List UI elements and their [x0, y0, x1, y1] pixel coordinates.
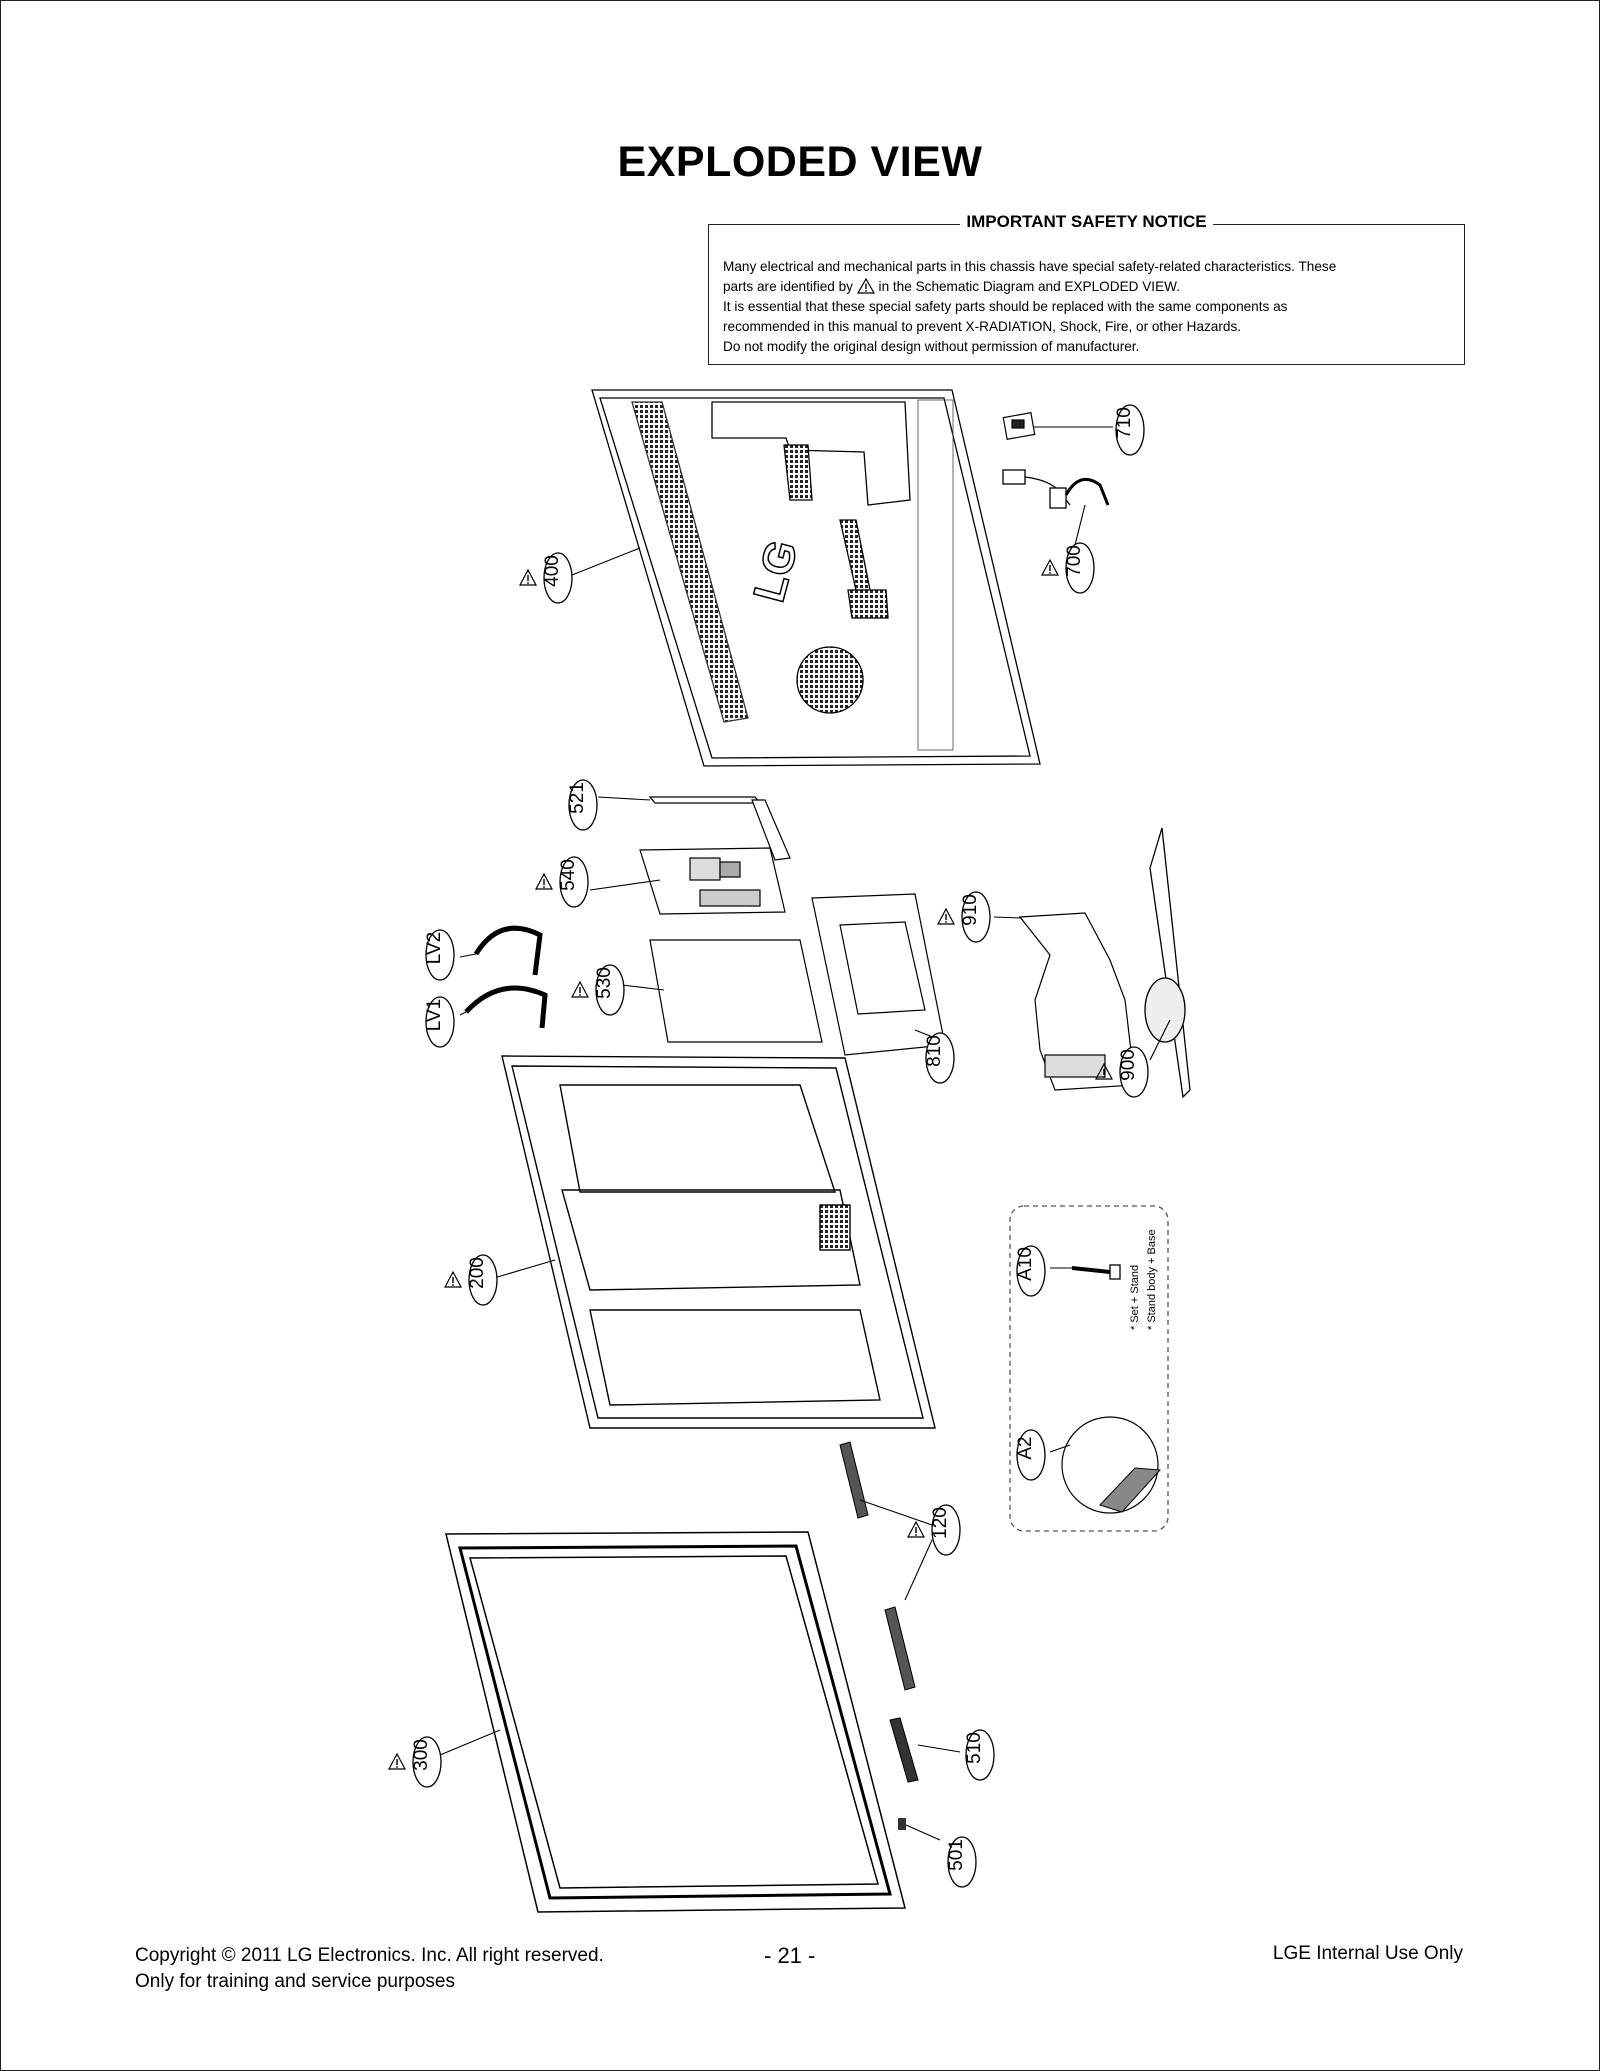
part-910-stand-body	[1018, 912, 1136, 1091]
part-900-base	[1144, 827, 1191, 1099]
warning-triangle-icon	[388, 1753, 406, 1770]
callout-label: LV1	[424, 999, 445, 1031]
part-540-main-board	[639, 847, 786, 915]
notice-line: It is essential that these special safet…	[723, 299, 1288, 314]
notice-line: parts are identified by	[723, 279, 853, 294]
callout-700: 700	[1041, 542, 1095, 594]
safety-notice-box: IMPORTANT SAFETY NOTICE Many electrical …	[708, 212, 1465, 365]
warning-triangle-icon	[571, 981, 589, 998]
part-300-front-frame	[445, 1531, 906, 1913]
callout-label: 521	[567, 782, 588, 814]
callout-label: 900	[1118, 1049, 1139, 1081]
page-number: - 21 -	[764, 1943, 816, 1968]
callout-label: 300	[411, 1739, 432, 1771]
warning-triangle-icon	[907, 1521, 925, 1538]
copyright-text: Copyright © 2011 LG Electronics. Inc. Al…	[135, 1945, 604, 1966]
screw-a10	[1071, 1264, 1121, 1280]
callout-710: 710	[1114, 404, 1145, 456]
part-a2	[1099, 1467, 1162, 1513]
part-200-backplate	[501, 1055, 936, 1429]
part-710	[1002, 412, 1036, 440]
safety-notice-body: Many electrical and mechanical parts in …	[723, 257, 1450, 357]
callout-label: 700	[1064, 545, 1085, 577]
callout-lv1: LV1	[424, 996, 455, 1048]
callout-label: 810	[924, 1035, 945, 1067]
callout-400: 400	[519, 552, 573, 604]
notice-line: Many electrical and mechanical parts in …	[723, 259, 1337, 274]
callout-label: 120	[930, 1507, 951, 1539]
page-title: EXPLODED VIEW	[617, 138, 983, 186]
notice-line: in the Schematic Diagram and EXPLODED VI…	[878, 279, 1180, 294]
training-text: Only for training and service purposes	[135, 1971, 455, 1992]
callout-lv2: LV2	[424, 929, 455, 981]
callout-label: 540	[558, 859, 579, 891]
internal-use-text: LGE Internal Use Only	[1272, 1943, 1463, 1964]
callout-200: 200	[444, 1254, 498, 1306]
callout-label: 530	[594, 967, 615, 999]
callout-300: 300	[388, 1736, 442, 1788]
part-501	[898, 1818, 906, 1830]
callout-120: 120	[907, 1504, 961, 1556]
callout-810: 810	[924, 1032, 955, 1084]
part-120	[839, 1441, 916, 1691]
callout-521: 521	[567, 779, 598, 831]
callout-540: 540	[535, 856, 589, 908]
safety-notice-heading: IMPORTANT SAFETY NOTICE	[960, 212, 1213, 231]
part-810-bracket	[811, 893, 946, 1056]
callout-label: 400	[542, 555, 563, 587]
part-530-shield	[649, 939, 823, 1043]
part-510-board	[889, 1717, 919, 1783]
callout-label: A10	[1015, 1247, 1036, 1281]
part-700-cable	[1002, 469, 1110, 509]
warning-triangle-icon	[1041, 559, 1059, 576]
callout-label: LV2	[424, 932, 445, 964]
notice-line: Do not modify the original design withou…	[723, 339, 1140, 354]
callout-510: 510	[964, 1729, 995, 1781]
notice-line: recommended in this manual to prevent X-…	[723, 319, 1242, 334]
callout-label: 710	[1114, 407, 1135, 439]
callout-530: 530	[571, 964, 625, 1016]
callout-label: A2	[1015, 1436, 1036, 1459]
callout-label: 910	[960, 894, 981, 926]
leader-lines	[439, 426, 1171, 1841]
part-521-bracket	[648, 796, 791, 861]
callout-900: 900	[1095, 1046, 1149, 1098]
callout-label: 501	[946, 1839, 967, 1871]
footer-copyright-block: Copyright © 2011 LG Electronics. Inc. Al…	[135, 1943, 604, 1995]
warning-triangle-icon	[444, 1271, 462, 1288]
warning-triangle-icon	[535, 873, 553, 890]
lvds-cables	[464, 925, 548, 1029]
callout-a10: A10	[1015, 1245, 1046, 1297]
warning-triangle-icon	[856, 278, 875, 294]
callout-a2: A2	[1015, 1429, 1046, 1481]
callout-501: 501	[946, 1836, 977, 1888]
screw-note-2: * Stand body + Base	[1146, 1229, 1158, 1330]
callout-label: 200	[467, 1257, 488, 1289]
warning-triangle-icon	[937, 908, 955, 925]
screw-note-1: * Set + Stand	[1129, 1265, 1141, 1330]
callout-label: 510	[964, 1732, 985, 1764]
accessory-box: * Set + Stand * Stand body + Base	[1009, 1205, 1169, 1532]
callout-910: 910	[937, 891, 991, 943]
warning-triangle-icon	[519, 569, 537, 586]
back-cover-400: LG	[591, 389, 1041, 767]
